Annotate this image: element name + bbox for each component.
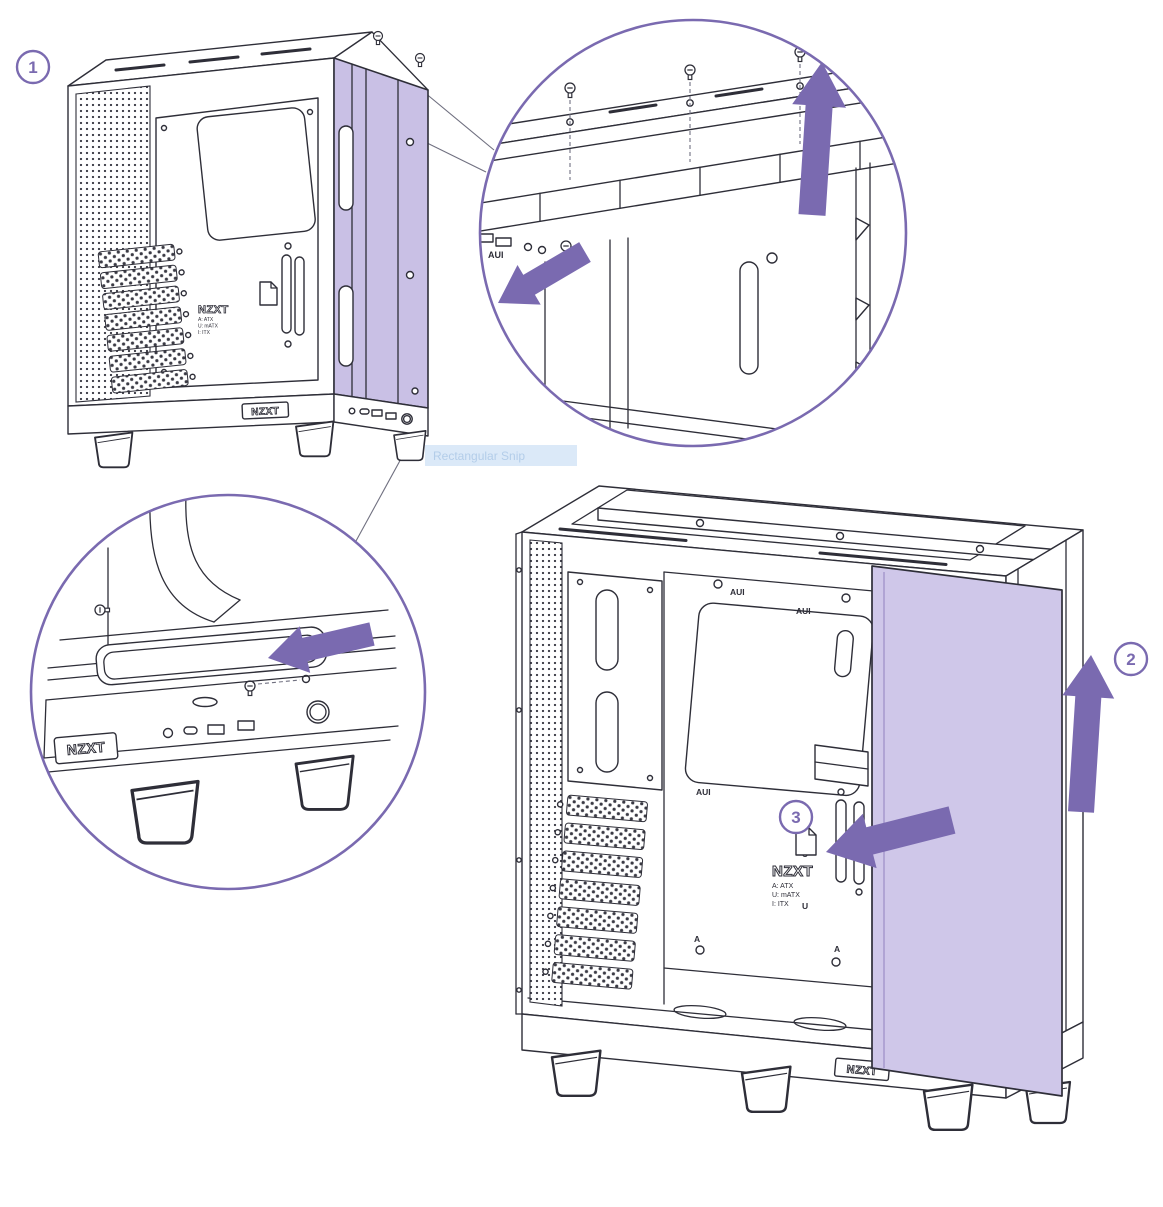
svg-text:NZXT: NZXT <box>66 739 106 758</box>
svg-text:U: mATX: U: mATX <box>772 892 800 899</box>
case2-cable-bracket <box>567 571 663 791</box>
callout-top-panel-detail: AUI AUI <box>478 18 908 448</box>
case-overview-step1: NZXT A: ATX U: mATX I: ITX <box>67 30 429 469</box>
slide-up-arrow <box>1062 655 1115 813</box>
case-foot <box>295 420 335 458</box>
svg-text:I: ITX: I: ITX <box>772 901 789 908</box>
usb-a-port <box>237 720 255 731</box>
side-panel-highlighted <box>871 565 1063 1097</box>
svg-text:A: A <box>834 944 840 954</box>
case1-front-io <box>348 407 413 425</box>
remove-panel-arrow <box>826 806 956 869</box>
case-foot <box>740 1065 792 1114</box>
case-side-removal-step23: U U A A AUI AUI AUI NZXT A: ATX U: mATX … <box>515 485 1115 1132</box>
standoff-label: AUI <box>796 606 811 616</box>
front-io-detail <box>162 700 330 739</box>
svg-text:A: ATX: A: ATX <box>198 317 214 323</box>
svg-text:U: mATX: U: mATX <box>198 324 219 330</box>
case-foot <box>922 1083 974 1132</box>
headphone-jack-icon <box>162 727 174 739</box>
step-badge-2: 2 <box>1113 641 1149 677</box>
svg-text:NZXT: NZXT <box>846 1063 878 1078</box>
case1-motherboard-tray: NZXT A: ATX U: mATX I: ITX <box>155 97 319 389</box>
case1-highlighted-panel <box>333 57 429 409</box>
remove-screw-arrow <box>268 622 375 673</box>
usb-c-port <box>183 726 198 735</box>
standoff-label: AUI <box>488 250 504 260</box>
case1-base: NZXT <box>67 393 429 469</box>
svg-text:3: 3 <box>791 808 800 827</box>
svg-text:NZXT: NZXT <box>251 406 280 418</box>
svg-text:2: 2 <box>1126 650 1135 669</box>
svg-text:1: 1 <box>28 58 37 77</box>
svg-text:A: A <box>694 934 700 944</box>
svg-text:U: U <box>802 901 808 911</box>
case1-tray-logo: NZXT A: ATX U: mATX I: ITX <box>198 304 229 336</box>
standoff-label: AUI <box>730 587 745 597</box>
case-foot <box>294 754 355 811</box>
callout-front-io-detail: NZXT <box>29 493 427 891</box>
step-badge-3: 3 <box>778 799 814 835</box>
headphone-jack-icon <box>348 407 356 415</box>
usb-a-port <box>207 724 225 735</box>
case1-top-vents <box>114 47 312 72</box>
svg-text:Rectangular Snip: Rectangular Snip <box>433 449 525 463</box>
thumbscrew-icon <box>414 52 426 68</box>
snip-tooltip: Rectangular Snip <box>425 445 577 466</box>
usb-a-port <box>371 409 383 417</box>
case-foot <box>393 430 427 462</box>
callout-circle <box>29 493 427 891</box>
lift-top-arrow <box>792 62 846 216</box>
case2-pci-slots <box>542 794 648 990</box>
nzxt-tray-logo: NZXT <box>772 863 813 880</box>
svg-text:I: ITX: I: ITX <box>198 330 211 336</box>
case2-tray-logo: NZXT A: ATX U: mATX I: ITX <box>772 863 814 909</box>
callout-circle <box>478 18 908 448</box>
case-foot <box>130 779 200 845</box>
case2-motherboard-tray: U U A A AUI AUI AUI NZXT A: ATX U: mATX … <box>527 571 1007 1043</box>
step-badge-1: 1 <box>15 49 51 85</box>
case-foot <box>550 1049 602 1098</box>
thumbscrew-icon <box>372 30 384 46</box>
case-foot <box>94 431 134 469</box>
label-icon <box>259 281 278 306</box>
usb-c-port <box>359 408 370 415</box>
standoff-label: AUI <box>696 787 711 797</box>
nzxt-tray-logo: NZXT <box>198 304 229 316</box>
nzxt-front-logo-plate: NZXT <box>53 732 119 765</box>
svg-text:A: ATX: A: ATX <box>772 883 794 890</box>
usb-a-port <box>385 412 397 420</box>
nzxt-front-logo-plate: NZXT <box>241 401 290 420</box>
pull-out-arrow <box>498 242 591 305</box>
case1-pci-slots <box>97 243 196 394</box>
